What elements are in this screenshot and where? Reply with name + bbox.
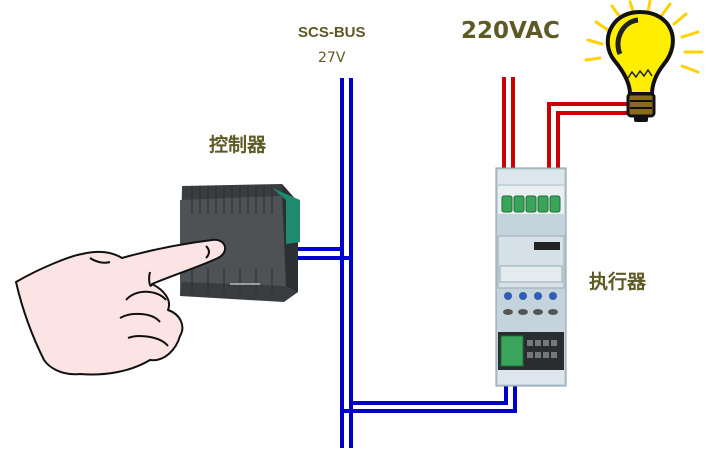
- scs-bus-wires: [290, 78, 517, 448]
- scs-bus-voltage-label: 27V: [318, 50, 346, 66]
- controller-label: 控制器: [209, 134, 267, 156]
- pressing-hand: [15, 238, 227, 376]
- light-bulb-icon: [605, 9, 675, 122]
- actuator-device: [495, 167, 567, 387]
- mains-wires: [502, 77, 628, 168]
- scs-bus-label: SCS-BUS: [298, 24, 366, 41]
- mains-voltage-label: 220VAC: [461, 18, 560, 44]
- controller-device: [180, 184, 300, 302]
- actuator-label: 执行器: [589, 271, 647, 293]
